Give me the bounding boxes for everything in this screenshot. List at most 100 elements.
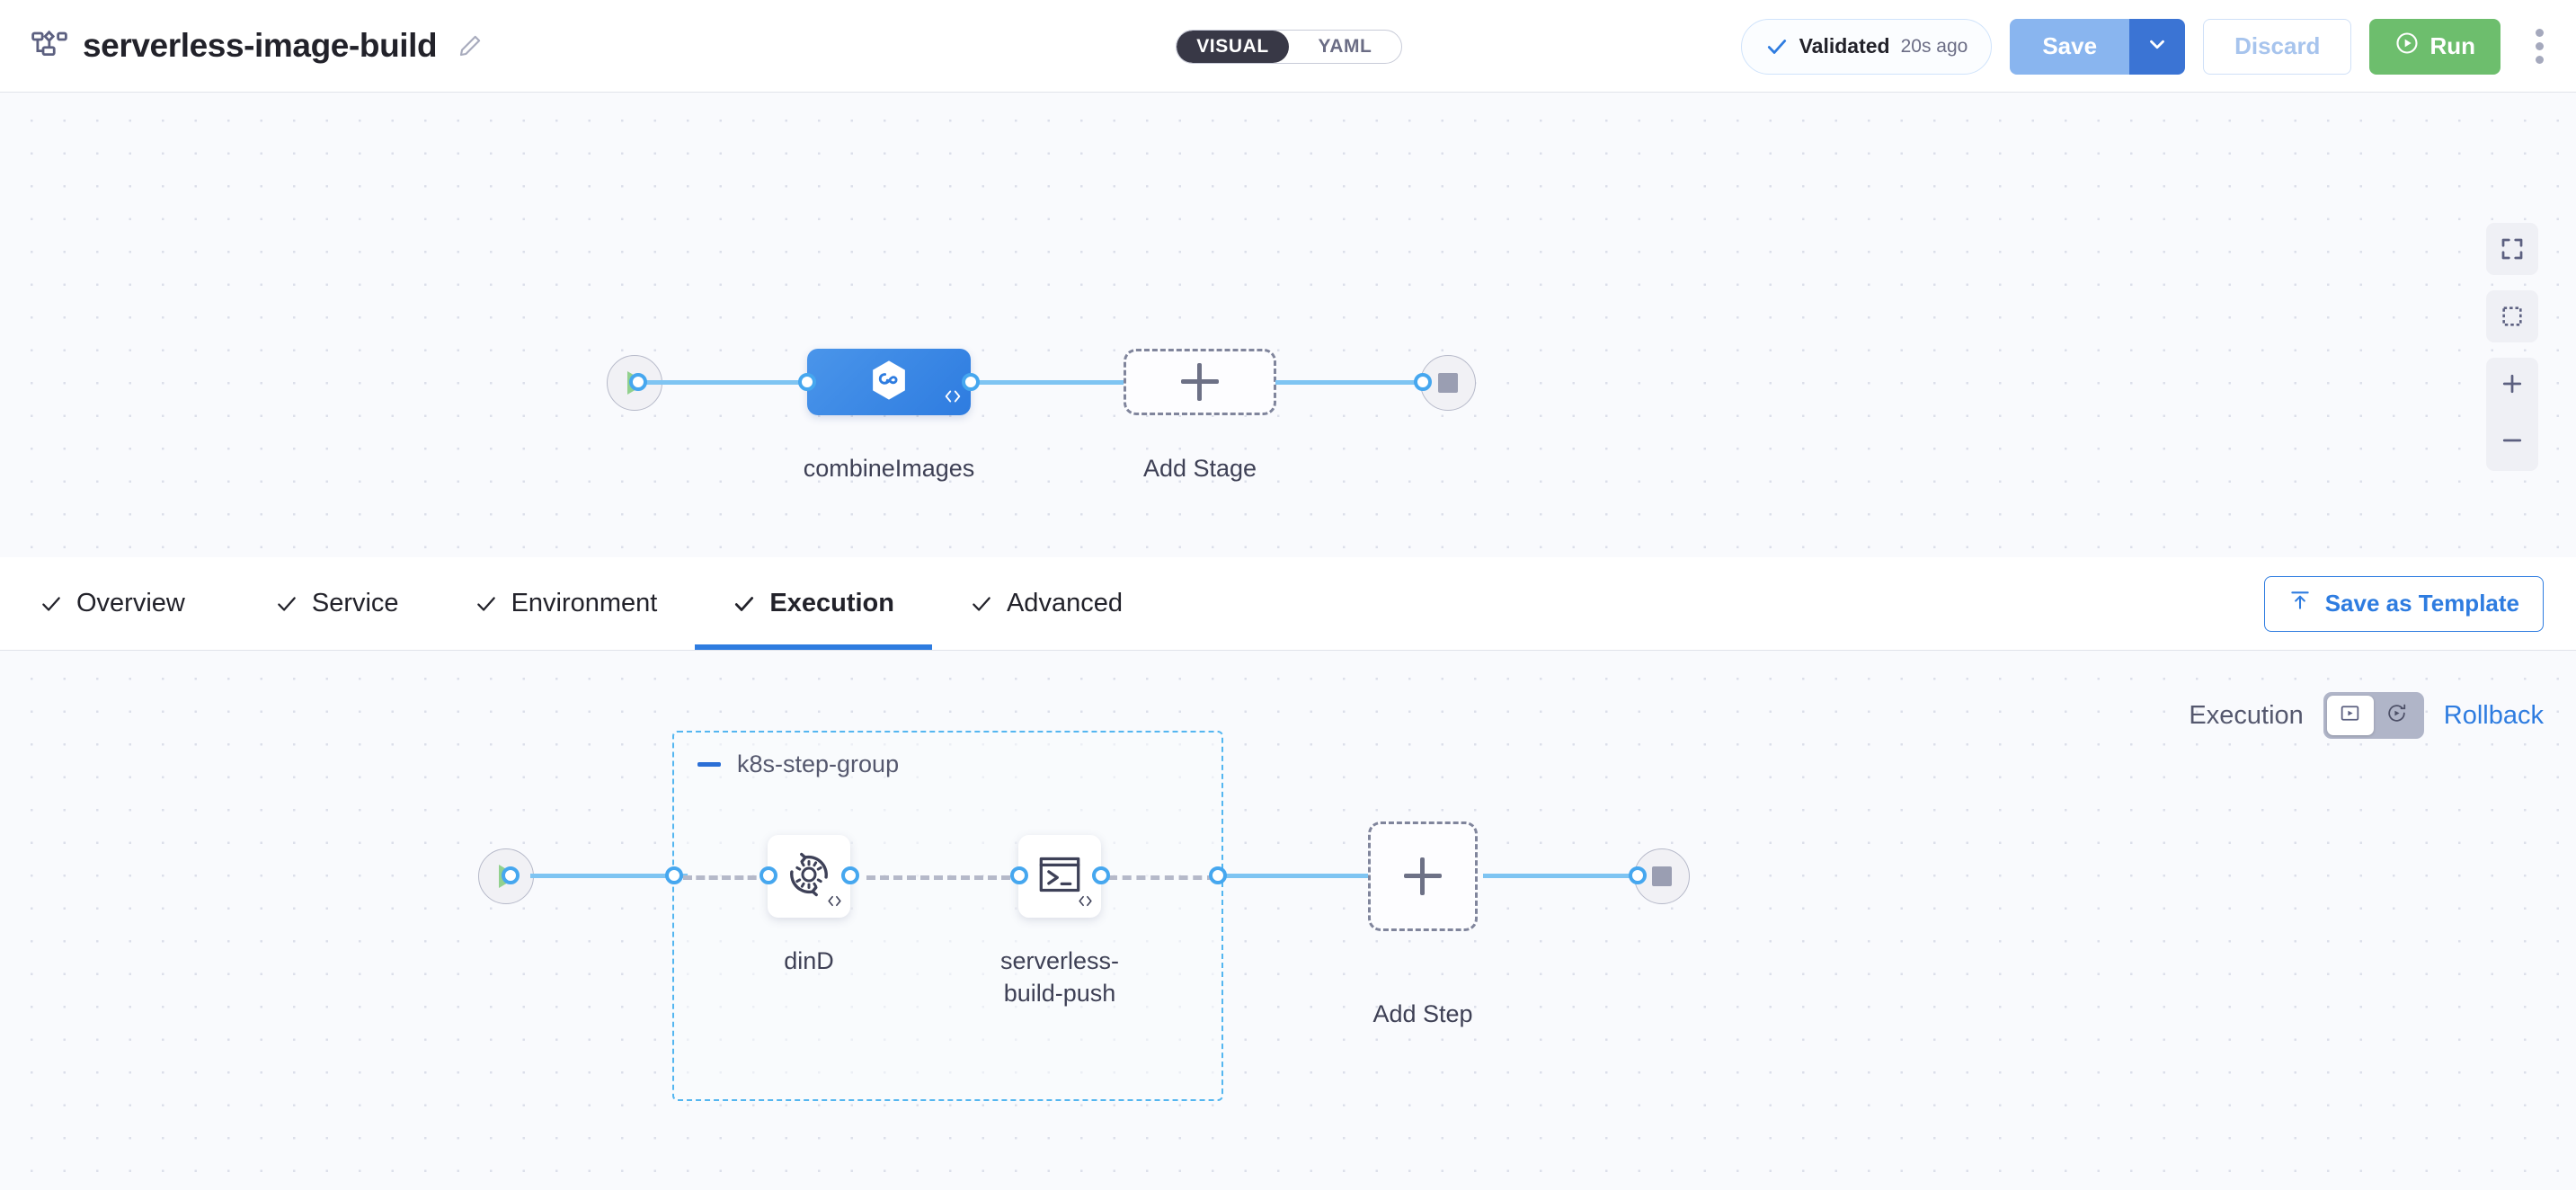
save-button-group[interactable]: Save xyxy=(2010,18,2186,75)
tab-execution[interactable]: Execution xyxy=(695,557,932,650)
add-step-button[interactable] xyxy=(1368,821,1478,931)
edge-serverless-to-groupend xyxy=(1108,875,1216,880)
edge-start-to-group xyxy=(530,874,688,878)
execution-view-icon xyxy=(2339,702,2361,729)
zoom-in-button[interactable] xyxy=(2499,370,2526,402)
stage-canvas-controls xyxy=(2486,223,2538,471)
execution-rollback-switcher: Execution Rollback xyxy=(2189,692,2544,739)
check-icon xyxy=(1765,35,1789,58)
code-badge xyxy=(943,386,963,411)
edge-addstage-to-end xyxy=(1275,380,1430,385)
port-group-out[interactable] xyxy=(1209,866,1227,884)
validation-timestamp: 20s ago xyxy=(1900,35,1968,57)
tab-label: Environment xyxy=(511,589,658,617)
chevron-down-icon xyxy=(2145,32,2169,60)
check-icon xyxy=(40,592,63,616)
port-step-start-out[interactable] xyxy=(502,866,520,884)
code-badge xyxy=(826,892,843,914)
step-node-dind[interactable] xyxy=(768,835,850,918)
page-title: serverless-image-build xyxy=(83,27,438,64)
tab-advanced[interactable]: Advanced xyxy=(932,557,1160,650)
stage-canvas[interactable]: combineImages Add Stage xyxy=(0,93,2576,557)
edge-stage-to-addstage xyxy=(966,380,1124,385)
port-serverless-in[interactable] xyxy=(1010,866,1028,884)
add-step-label: Add Step xyxy=(1372,1000,1473,1027)
port-group-in[interactable] xyxy=(665,866,683,884)
tab-list: Overview Service Environment Execution A… xyxy=(0,557,1160,650)
app-header: serverless-image-build VISUAL YAML Valid… xyxy=(0,0,2576,93)
step-group-header: k8s-step-group xyxy=(697,750,899,778)
run-button[interactable]: Run xyxy=(2369,18,2500,75)
stop-icon xyxy=(1438,373,1458,393)
stop-icon xyxy=(1652,866,1672,886)
add-stage-button[interactable] xyxy=(1124,349,1276,415)
port-end-in[interactable] xyxy=(1414,373,1432,391)
check-icon xyxy=(970,592,993,616)
stage-node-combineimages[interactable] xyxy=(807,349,971,415)
check-icon xyxy=(733,592,756,616)
plus-icon xyxy=(1404,857,1442,895)
tab-label: Advanced xyxy=(1006,589,1123,617)
edge-addstep-to-end xyxy=(1483,874,1632,878)
tab-environment[interactable]: Environment xyxy=(437,557,696,650)
tab-label: Overview xyxy=(76,589,185,617)
fit-to-screen-button[interactable] xyxy=(2486,223,2538,275)
select-area-button[interactable] xyxy=(2486,290,2538,342)
check-icon xyxy=(475,592,498,616)
port-stage-out[interactable] xyxy=(962,373,980,391)
stage-label-combineimages: combineImages xyxy=(803,455,975,482)
terminal-icon xyxy=(1035,850,1084,903)
save-dropdown-button[interactable] xyxy=(2129,18,2186,75)
gear-rotate-icon xyxy=(783,848,835,905)
play-circle-icon xyxy=(2394,31,2420,62)
upload-template-icon xyxy=(2288,589,2312,618)
port-start-out[interactable] xyxy=(629,373,647,391)
edge-group-to-addstep xyxy=(1215,874,1368,878)
port-serverless-out[interactable] xyxy=(1092,866,1110,884)
step-group-title: k8s-step-group xyxy=(737,750,900,777)
save-as-template-button[interactable]: Save as Template xyxy=(2263,575,2544,632)
header-left-group: serverless-image-build xyxy=(0,27,484,65)
zoom-controls[interactable] xyxy=(2486,358,2538,471)
port-stage-in[interactable] xyxy=(798,373,816,391)
tab-service[interactable]: Service xyxy=(237,557,437,650)
pipeline-flow-icon xyxy=(31,27,68,65)
edge-dind-to-serverless xyxy=(866,875,1010,880)
port-step-end-in[interactable] xyxy=(1629,866,1647,884)
port-dind-in[interactable] xyxy=(759,866,777,884)
tab-label: Execution xyxy=(769,589,894,617)
step-label-dind: dinD xyxy=(784,947,834,974)
step-node-serverless-build-push[interactable] xyxy=(1018,835,1101,918)
view-mode-yaml[interactable]: YAML xyxy=(1318,36,1372,57)
validation-status-badge: Validated 20s ago xyxy=(1740,18,1993,75)
rollback-view-icon xyxy=(2385,702,2408,729)
add-stage-label: Add Stage xyxy=(1142,455,1257,482)
rollback-label[interactable]: Rollback xyxy=(2443,700,2544,730)
check-icon xyxy=(275,592,298,616)
port-dind-out[interactable] xyxy=(841,866,859,884)
save-button[interactable]: Save xyxy=(2010,18,2130,75)
run-button-label: Run xyxy=(2429,32,2475,59)
tab-overview[interactable]: Overview xyxy=(40,557,237,650)
minus-collapse-icon[interactable] xyxy=(697,762,721,767)
view-mode-visual[interactable]: VISUAL xyxy=(1177,31,1289,63)
harness-hexagon-icon xyxy=(866,357,912,408)
execution-canvas[interactable]: Execution Rollback xyxy=(0,651,2576,1190)
view-mode-toggle[interactable]: VISUAL YAML xyxy=(1176,30,1402,64)
execution-label: Execution xyxy=(2189,700,2304,730)
step-group-k8s[interactable]: k8s-step-group xyxy=(672,731,1223,1101)
pencil-edit-icon[interactable] xyxy=(457,32,484,59)
execution-view-option[interactable] xyxy=(2326,696,2374,735)
zoom-out-button[interactable] xyxy=(2499,427,2526,458)
header-actions: Validated 20s ago Save Discard Run xyxy=(1740,0,2576,93)
discard-button[interactable]: Discard xyxy=(2203,18,2352,75)
edge-group-to-dind xyxy=(683,875,769,880)
edge-start-to-stage xyxy=(635,380,814,385)
stage-config-tabbar: Overview Service Environment Execution A… xyxy=(0,557,2576,651)
tab-label: Service xyxy=(311,589,399,617)
step-label-serverless-build-push: serverless-build-push xyxy=(999,947,1120,1008)
rollback-view-option[interactable] xyxy=(2374,696,2421,735)
execution-rollback-toggle[interactable] xyxy=(2323,692,2424,739)
kebab-menu-icon[interactable] xyxy=(2522,19,2556,75)
plus-icon xyxy=(1181,363,1219,401)
